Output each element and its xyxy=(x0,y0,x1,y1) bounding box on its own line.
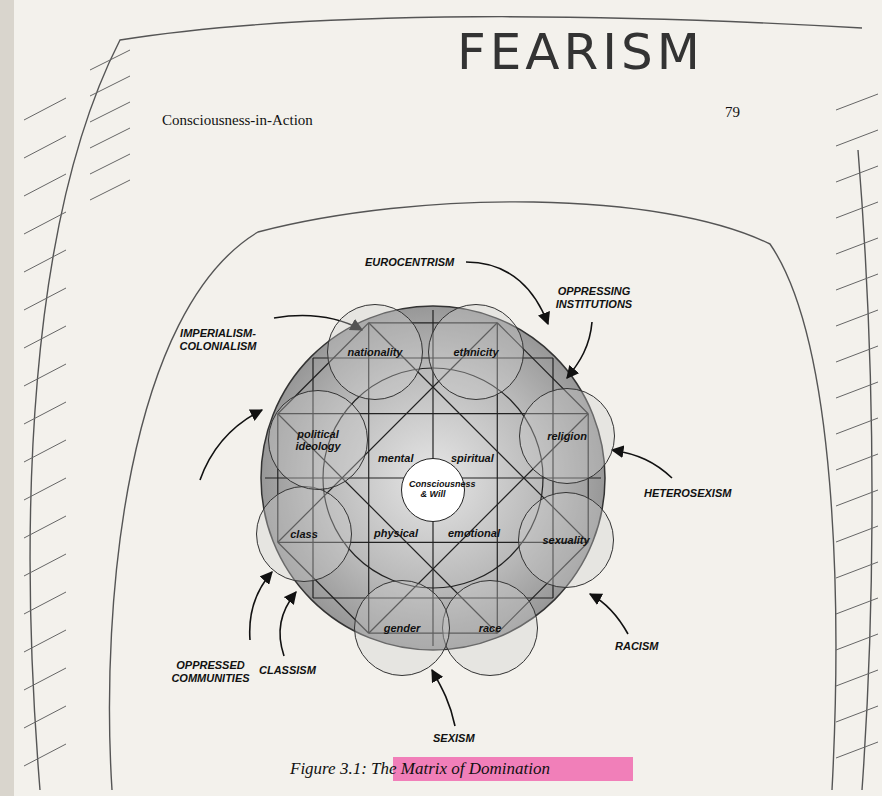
stroke xyxy=(24,744,66,766)
identity-label: religion xyxy=(547,430,587,442)
figure-caption: Figure 3.1: The Matrix of Domination xyxy=(290,759,550,779)
stroke xyxy=(836,166,878,182)
system-label: OPPRESSED COMMUNITIES xyxy=(163,659,258,684)
system-label: EUROCENTRISM xyxy=(365,256,454,269)
page-header: 79 xyxy=(725,104,740,121)
dimension-label: mental xyxy=(378,452,413,464)
stroke xyxy=(836,310,878,326)
stroke xyxy=(836,130,878,146)
stroke xyxy=(836,706,878,722)
system-label: SEXISM xyxy=(433,732,475,745)
stroke xyxy=(836,202,878,218)
stroke xyxy=(24,592,66,614)
stroke xyxy=(24,440,66,462)
identity-circle: nationality xyxy=(327,304,423,400)
stroke xyxy=(24,554,66,576)
system-label: HETEROSEXISM xyxy=(644,487,731,500)
stroke xyxy=(836,94,878,110)
identity-circle: sexuality xyxy=(518,492,614,588)
stroke xyxy=(836,742,878,758)
stroke xyxy=(24,326,66,348)
stroke xyxy=(836,670,878,686)
identity-circle: religion xyxy=(519,388,615,484)
identity-label: nationality xyxy=(347,346,402,358)
stroke xyxy=(836,454,878,470)
dimension-label: emotional xyxy=(448,527,500,539)
stroke xyxy=(24,668,66,690)
stroke xyxy=(836,634,878,650)
handwritten-note: FEARISM xyxy=(457,23,704,81)
system-label: OPPRESSING INSTITUTIONS xyxy=(544,285,644,310)
stroke xyxy=(836,382,878,398)
stroke xyxy=(90,102,130,122)
system-label: RACISM xyxy=(615,640,658,653)
identity-label: race xyxy=(479,622,502,634)
system-label: CLASSISM xyxy=(259,664,316,677)
stroke xyxy=(836,418,878,434)
identity-label: Consciousness & Will xyxy=(409,480,457,500)
stroke xyxy=(24,136,66,158)
arrows xyxy=(200,262,672,726)
identity-circle: gender xyxy=(354,580,450,676)
stroke-circle xyxy=(323,368,543,588)
dimension-label: physical xyxy=(374,527,418,539)
stroke xyxy=(24,402,66,424)
dimension-label: spiritual xyxy=(451,452,494,464)
identity-circle: political ideology xyxy=(268,390,368,490)
identity-label: gender xyxy=(384,622,421,634)
identity-circle: ethnicity xyxy=(428,304,524,400)
identity-circle: class xyxy=(256,486,352,582)
stroke xyxy=(24,478,66,500)
stroke xyxy=(90,128,130,148)
stroke xyxy=(24,364,66,386)
pencil-hatching xyxy=(24,50,878,766)
stroke xyxy=(90,180,130,200)
stroke xyxy=(836,346,878,362)
stroke xyxy=(24,212,66,234)
page-header: Consciousness-in-Action xyxy=(162,112,313,129)
pencil-outline xyxy=(30,17,872,790)
stroke xyxy=(24,706,66,728)
identity-label: class xyxy=(290,528,318,540)
stroke xyxy=(90,154,130,174)
center-circle: Consciousness & Will xyxy=(401,458,465,522)
stroke xyxy=(90,76,130,96)
system-label: IMPERIALISM-COLONIALISM xyxy=(168,327,268,352)
stroke xyxy=(90,50,130,70)
identity-circle: race xyxy=(442,580,538,676)
stroke xyxy=(836,526,878,542)
identity-label: political ideology xyxy=(278,428,358,452)
stroke xyxy=(24,250,66,272)
stroke xyxy=(836,598,878,614)
stroke xyxy=(836,274,878,290)
stroke xyxy=(24,174,66,196)
stroke xyxy=(836,238,878,254)
stroke xyxy=(24,98,66,120)
stroke xyxy=(836,490,878,506)
stroke xyxy=(24,288,66,310)
page-shadow xyxy=(0,0,14,796)
stroke xyxy=(836,562,878,578)
identity-label: sexuality xyxy=(542,534,589,546)
stroke xyxy=(24,516,66,538)
stroke xyxy=(24,630,66,652)
identity-label: ethnicity xyxy=(453,346,498,358)
